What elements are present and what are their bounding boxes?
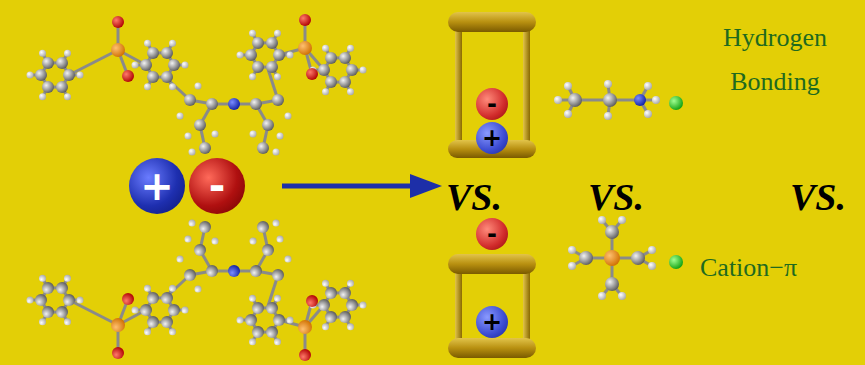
charge-sign: - (487, 92, 497, 116)
anion-ball: - (476, 218, 508, 250)
ethylammonium (554, 80, 660, 120)
charge-sign: + (482, 126, 502, 150)
large-molecule (27, 220, 367, 362)
large-molecule (27, 14, 367, 156)
anion-dot (669, 255, 683, 269)
tetramethylphosphonium (568, 216, 656, 300)
anion-dot (669, 96, 683, 110)
vs-label: VS. (790, 178, 846, 216)
cation-ball: + (129, 158, 185, 214)
vs-label: VS. (446, 178, 502, 216)
anion-ball: - (476, 88, 508, 120)
charge-sign: + (482, 310, 502, 334)
vs-label: VS. (588, 178, 644, 216)
cation-ball: + (476, 122, 508, 154)
interaction-label: Hydrogen Bonding (700, 16, 850, 104)
cage (448, 254, 536, 358)
charge-sign: - (487, 222, 497, 246)
anion-ball: - (189, 158, 245, 214)
reaction-arrow (282, 174, 442, 198)
cation-ball: + (476, 306, 508, 338)
cage (448, 12, 536, 158)
charge-sign: + (140, 166, 174, 206)
charge-sign: - (209, 166, 226, 206)
interaction-label: Cation−π (700, 246, 797, 290)
